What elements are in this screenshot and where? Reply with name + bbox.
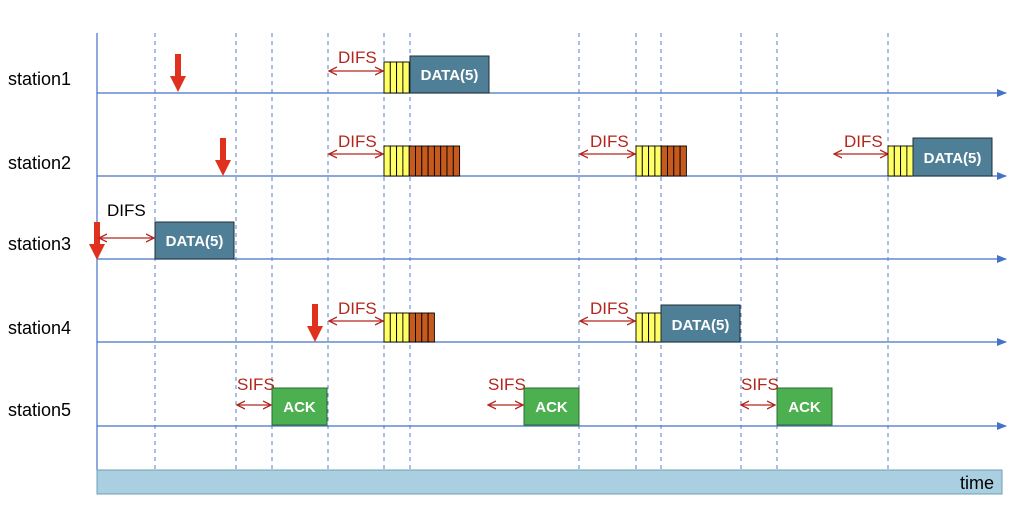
time-label: time bbox=[960, 473, 994, 493]
difs-label: DIFS bbox=[107, 201, 146, 220]
backoff-slot-remaining bbox=[635, 145, 643, 177]
backoff-slot-frozen bbox=[446, 145, 454, 177]
backoff-slot-remaining bbox=[396, 61, 404, 94]
backoff-slot-remaining bbox=[389, 312, 398, 343]
backoff-slot-remaining bbox=[641, 145, 650, 177]
sifs-label: SIFS bbox=[237, 375, 275, 394]
backoff-slot-frozen bbox=[408, 312, 416, 343]
backoff-slot-remaining bbox=[402, 61, 410, 94]
backoff-slot-frozen bbox=[667, 145, 675, 177]
backoff-slot-frozen bbox=[408, 145, 416, 177]
backoff-slot-remaining bbox=[648, 145, 656, 177]
ack-frame-box: ACK bbox=[776, 387, 833, 426]
frame-arrival-arrow bbox=[89, 222, 105, 260]
backoff-slot-frozen bbox=[415, 145, 423, 177]
data-frame-label: DATA(5) bbox=[672, 317, 730, 334]
backoff-slot-frozen bbox=[427, 145, 435, 177]
station-3-label: station3 bbox=[8, 234, 71, 254]
time-bar bbox=[96, 469, 1003, 495]
data-frame-label: DATA(5) bbox=[166, 233, 224, 250]
data-frame-label: DATA(5) bbox=[924, 150, 982, 167]
backoff-slot-frozen bbox=[440, 145, 448, 177]
backoff-slot-frozen bbox=[421, 312, 429, 343]
ack-frame-label: ACK bbox=[788, 399, 821, 416]
backoff-slot-frozen bbox=[673, 145, 681, 177]
ack-frame-label: ACK bbox=[535, 399, 568, 416]
backoff-slot-remaining bbox=[383, 312, 391, 343]
backoff-slot-frozen bbox=[433, 145, 442, 177]
data-frame-box: DATA(5) bbox=[912, 137, 993, 177]
backoff-slot-remaining bbox=[383, 145, 391, 177]
backoff-slot-remaining bbox=[654, 312, 662, 343]
backoff-slot-frozen bbox=[679, 145, 687, 177]
backoff-slot-remaining bbox=[389, 145, 398, 177]
backoff-slot-remaining bbox=[389, 61, 398, 94]
sifs-label: SIFS bbox=[488, 375, 526, 394]
frame-arrival-arrow bbox=[215, 138, 231, 176]
backoff-slot-remaining bbox=[654, 145, 662, 177]
frame-arrival-arrow bbox=[307, 304, 323, 342]
backoff-slot-remaining bbox=[402, 312, 410, 343]
difs-label: DIFS bbox=[338, 299, 377, 318]
backoff-slot-remaining bbox=[396, 145, 404, 177]
sifs-label: SIFS bbox=[741, 375, 779, 394]
backoff-slot-remaining bbox=[635, 312, 643, 343]
backoff-slot-remaining bbox=[906, 145, 914, 177]
difs-label: DIFS bbox=[338, 132, 377, 151]
backoff-slot-remaining bbox=[887, 145, 895, 177]
backoff-slots bbox=[383, 61, 914, 343]
backoff-slot-remaining bbox=[893, 145, 902, 177]
station-2-label: station2 bbox=[8, 153, 71, 173]
backoff-slot-remaining bbox=[900, 145, 908, 177]
dashed-time-gridlines bbox=[154, 33, 889, 470]
backoff-slot-remaining bbox=[648, 312, 656, 343]
data-frame-box: DATA(5) bbox=[409, 55, 490, 94]
difs-label: DIFS bbox=[844, 132, 883, 151]
backoff-slot-remaining bbox=[402, 145, 410, 177]
difs-label: DIFS bbox=[338, 48, 377, 67]
station-time-axes bbox=[97, 89, 1007, 430]
data-frame-label: DATA(5) bbox=[421, 67, 479, 84]
difs-label: DIFS bbox=[590, 132, 629, 151]
backoff-slot-frozen bbox=[421, 145, 429, 177]
data-frame-box: DATA(5) bbox=[660, 304, 741, 343]
ack-frame-box: ACK bbox=[271, 387, 328, 426]
backoff-slot-frozen bbox=[415, 312, 423, 343]
backoff-slot-remaining bbox=[641, 312, 650, 343]
station-1-label: station1 bbox=[8, 69, 71, 89]
backoff-slot-remaining bbox=[383, 61, 391, 94]
difs-label: DIFS bbox=[590, 299, 629, 318]
backoff-slot-frozen bbox=[660, 145, 668, 177]
backoff-slot-frozen bbox=[427, 312, 435, 343]
ack-frame-label: ACK bbox=[283, 399, 316, 416]
frame-arrival-arrow bbox=[170, 54, 186, 92]
ack-frame-box: ACK bbox=[523, 387, 580, 426]
backoff-slot-frozen bbox=[452, 145, 461, 177]
station-5-label: station5 bbox=[8, 400, 71, 420]
backoff-slot-remaining bbox=[396, 312, 404, 343]
data-frame-box: DATA(5) bbox=[154, 221, 235, 260]
station-4-label: station4 bbox=[8, 318, 71, 338]
